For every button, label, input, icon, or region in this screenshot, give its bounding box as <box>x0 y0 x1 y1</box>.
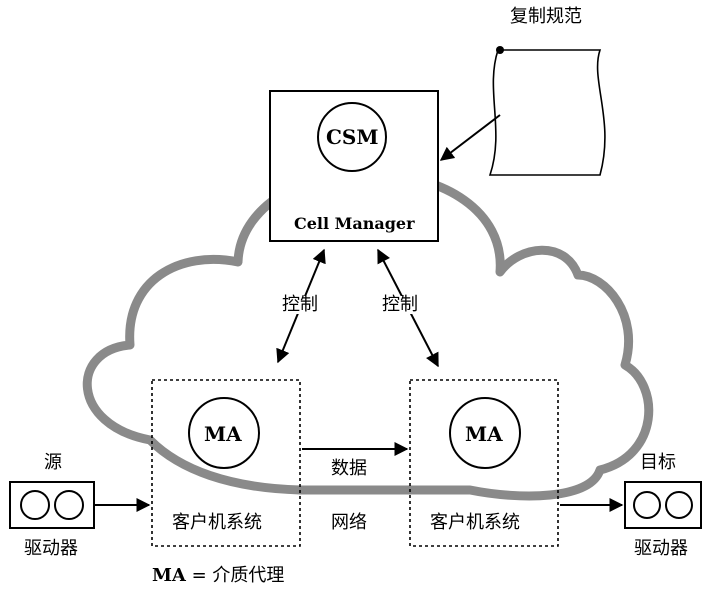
target-reel-right-icon <box>665 491 693 519</box>
target-caption: 驱动器 <box>634 538 688 559</box>
network-cloud <box>82 168 654 501</box>
source-title: 源 <box>44 452 62 473</box>
client-system-left-box <box>151 379 301 547</box>
target-reel-left-icon <box>633 491 661 519</box>
csm-circle <box>317 102 387 172</box>
data-label: 数据 <box>331 458 367 479</box>
ma-right-label: MA <box>465 422 503 446</box>
csm-label: CSM <box>326 125 379 149</box>
target-title: 目标 <box>640 452 676 473</box>
spec-document-curl <box>496 46 504 54</box>
ma-left-label: MA <box>204 422 242 446</box>
legend-text: = 介质代理 <box>191 565 285 586</box>
spec-label: 复制规范 <box>510 6 582 27</box>
source-caption: 驱动器 <box>24 538 78 559</box>
ma-right-circle <box>449 397 521 469</box>
source-reel-left-icon <box>20 490 50 520</box>
client-system-right-label: 客户机系统 <box>430 512 520 533</box>
source-reel-right-icon <box>54 490 84 520</box>
cell-manager-label: Cell Manager <box>294 214 415 233</box>
control-label-right: 控制 <box>380 294 420 315</box>
network-label: 网络 <box>331 512 367 533</box>
legend: MA = 介质代理 <box>152 567 284 585</box>
legend-abbr: MA <box>152 565 186 586</box>
ma-left-circle <box>188 397 260 469</box>
client-system-right-box <box>409 379 559 547</box>
client-system-left-label: 客户机系统 <box>172 512 262 533</box>
spec-arrow <box>439 114 501 161</box>
spec-document-icon <box>488 49 606 176</box>
control-label-left: 控制 <box>280 294 320 315</box>
